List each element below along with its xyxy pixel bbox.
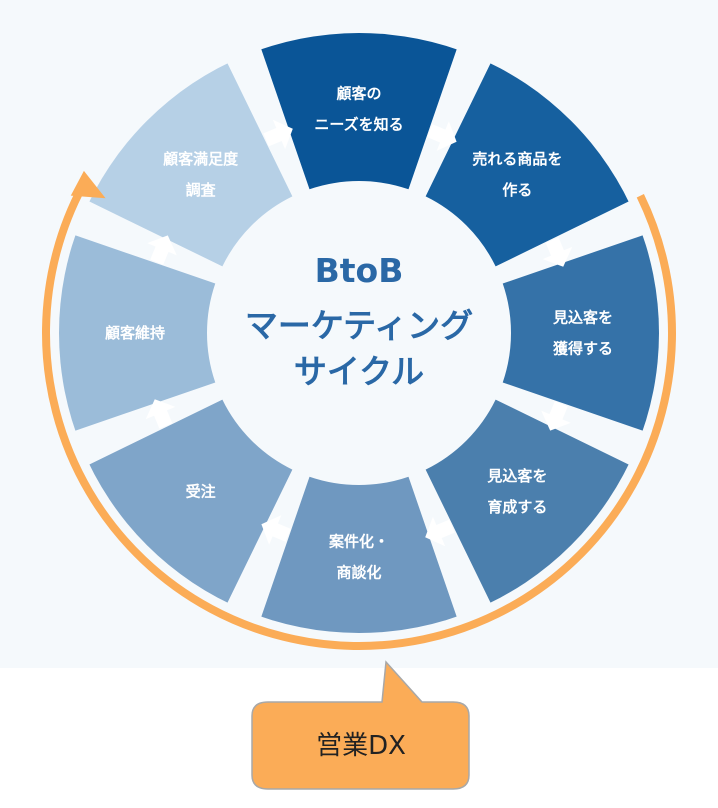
flow-arrow-icon [145, 399, 176, 429]
cycle-segment [425, 33, 659, 267]
flow-arrow-icon [541, 401, 571, 431]
segment-label: 作る [502, 181, 532, 199]
flow-arrow-icon [263, 119, 293, 150]
cycle-arrows [145, 119, 573, 547]
cycle-segment [502, 215, 659, 451]
segment-label: 商談化 [336, 564, 381, 582]
callout-label: 営業DX [316, 731, 406, 761]
cycle-segment [59, 33, 293, 267]
segment-label: 案件化・ [328, 533, 389, 551]
segment-label: 顧客満足度 [163, 150, 239, 168]
flow-arrow-icon [147, 235, 177, 265]
segment-label: 調査 [186, 181, 217, 199]
cycle-segment [59, 399, 293, 633]
cycle-segment [241, 476, 477, 633]
segment-label: 売れる商品を [472, 150, 562, 168]
flow-arrow-icon [425, 516, 455, 547]
sales-dx-arc-line [42, 184, 676, 650]
sales-dx-arc [42, 170, 676, 650]
center-title-line: サイクル [294, 352, 424, 391]
cycle-segments: 顧客のニーズを知る売れる商品を作る見込客を獲得する見込客を育成する案件化・商談化… [59, 33, 659, 633]
segment-label: 顧客の [336, 85, 381, 103]
segment-label: 見込客を [486, 467, 547, 485]
segment-label: 受注 [186, 482, 216, 500]
cycle-segment [241, 33, 477, 190]
sales-dx-callout: 営業DX [251, 660, 470, 790]
segment-label: 育成する [487, 498, 547, 516]
flow-arrow-icon [427, 121, 457, 151]
cycle-segment [59, 215, 216, 451]
segment-label: 獲得する [553, 340, 613, 358]
segment-label: 見込客を [552, 309, 613, 327]
segment-label: ニーズを知る [314, 116, 403, 134]
center-title-line: マーケティング [245, 306, 473, 345]
segment-label: 顧客維持 [105, 324, 165, 342]
center-title-line: BtoB [315, 251, 404, 290]
cycle-segment [425, 399, 659, 633]
flow-arrow-icon [261, 515, 291, 545]
callout-bubble [251, 660, 470, 790]
arc-arrowhead-icon [70, 170, 106, 199]
flow-arrow-icon [542, 237, 573, 267]
